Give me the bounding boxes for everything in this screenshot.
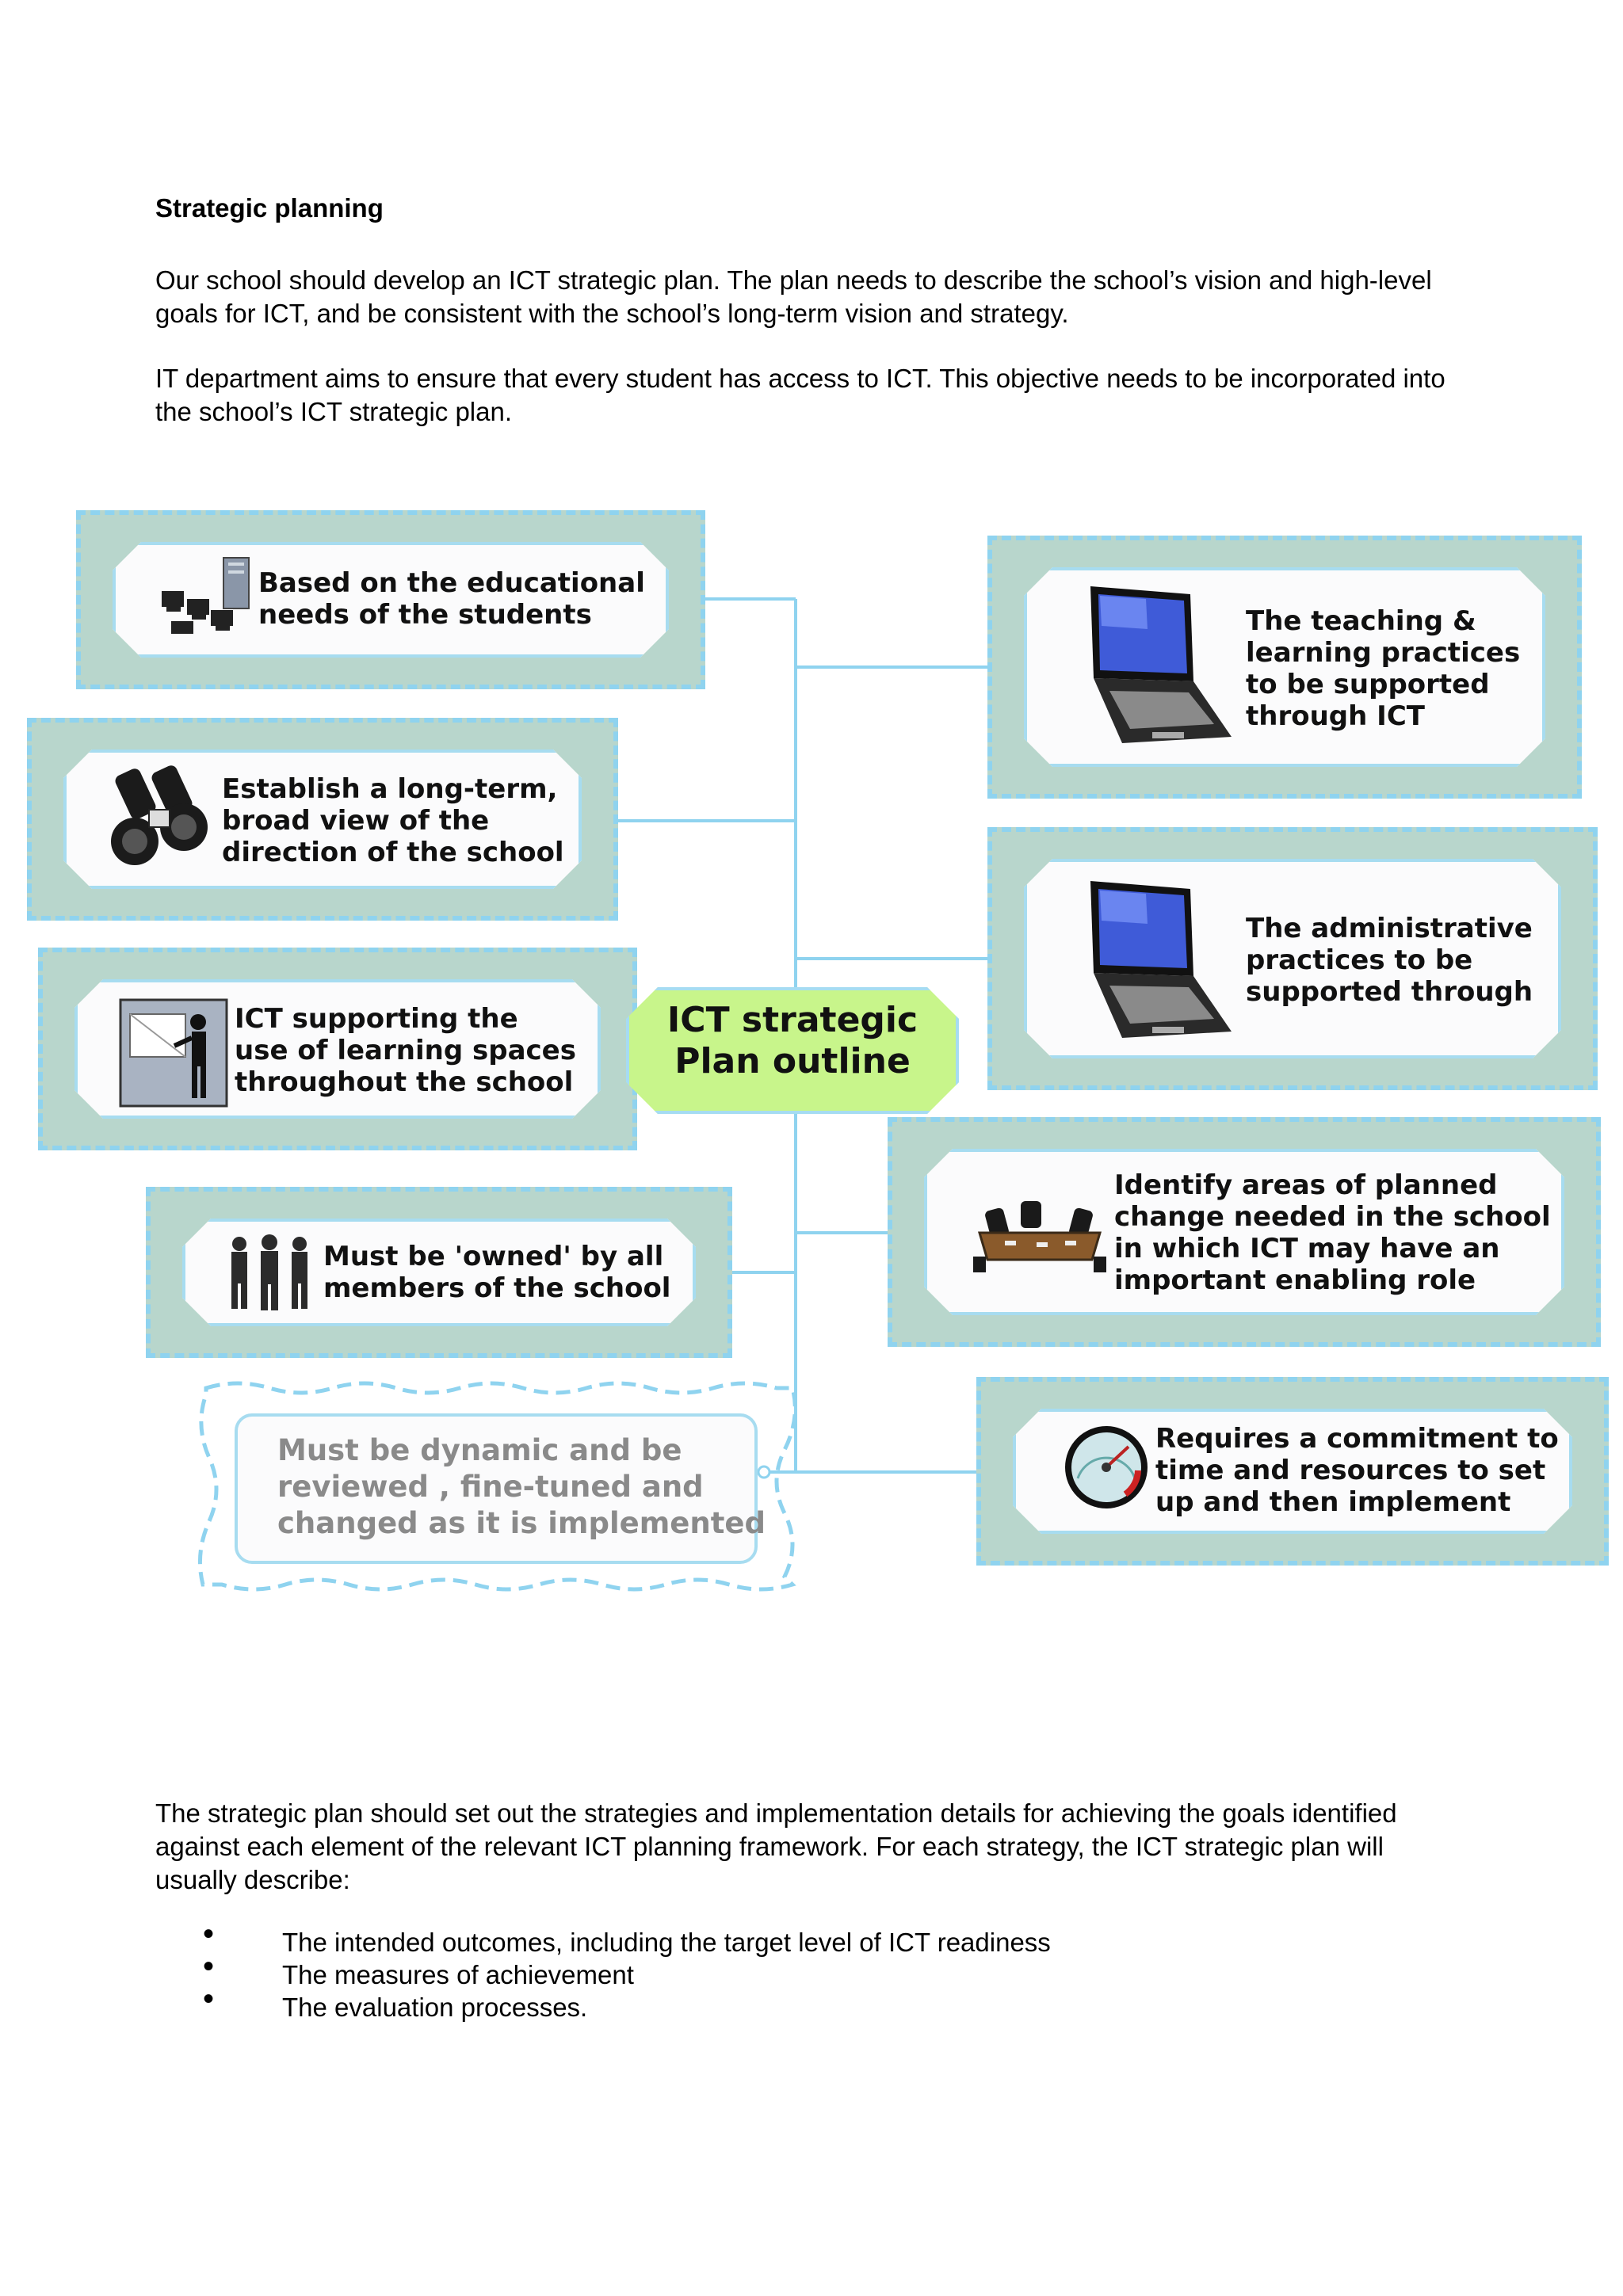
center-node (626, 987, 959, 1114)
node-long-term-view (27, 718, 618, 921)
node-text: Must be 'owned' by all members of the sc… (323, 1241, 671, 1304)
bullet-icon: • (203, 1949, 215, 1984)
list-item: •The intended outcomes, including the ta… (203, 1917, 1051, 1958)
node-administrative (987, 827, 1598, 1090)
bullet-list: •The intended outcomes, including the ta… (203, 1917, 1051, 2023)
node-text: The teaching & learning practices to be … (1246, 605, 1521, 732)
node-text: Identify areas of planned change needed … (1114, 1169, 1551, 1296)
closing-paragraph: The strategic plan should set out the st… (155, 1798, 1397, 1894)
node-inner (113, 542, 669, 658)
meeting-table-icon (973, 1201, 1106, 1276)
node-dynamic (235, 1413, 758, 1564)
page-heading: Strategic planning (155, 193, 384, 223)
bullet-icon: • (203, 1917, 215, 1951)
people-group-icon (225, 1233, 314, 1316)
laptop-icon (1075, 582, 1233, 755)
gauge-icon (1062, 1423, 1151, 1516)
node-text: Establish a long-term, broad view of the… (222, 773, 564, 868)
bullet-icon: • (203, 1981, 215, 2016)
network-computers-icon (155, 555, 252, 646)
node-text: Must be dynamic and be reviewed , fine-t… (277, 1433, 766, 1540)
intro-paragraph-2: IT department aims to ensure that every … (155, 364, 1445, 426)
laptop-icon (1075, 876, 1233, 1050)
node-text: The administrative practices to be suppo… (1246, 913, 1533, 1008)
presenter-board-icon (119, 998, 228, 1112)
dynamic-node-wavy-border (197, 1381, 797, 1592)
center-node-text: ICT strategic Plan outline (666, 1000, 918, 1081)
node-text: ICT supporting the use of learning space… (235, 1003, 576, 1098)
list-item: •The measures of achievement (203, 1949, 634, 1990)
intro-paragraph-1: Our school should develop an ICT strateg… (155, 265, 1432, 328)
node-text: Based on the educational needs of the st… (258, 567, 645, 631)
binoculars-icon (106, 762, 209, 877)
node-text: Requires a commitment to time and resour… (1155, 1423, 1559, 1518)
list-item: •The evaluation processes. (203, 1981, 588, 2023)
